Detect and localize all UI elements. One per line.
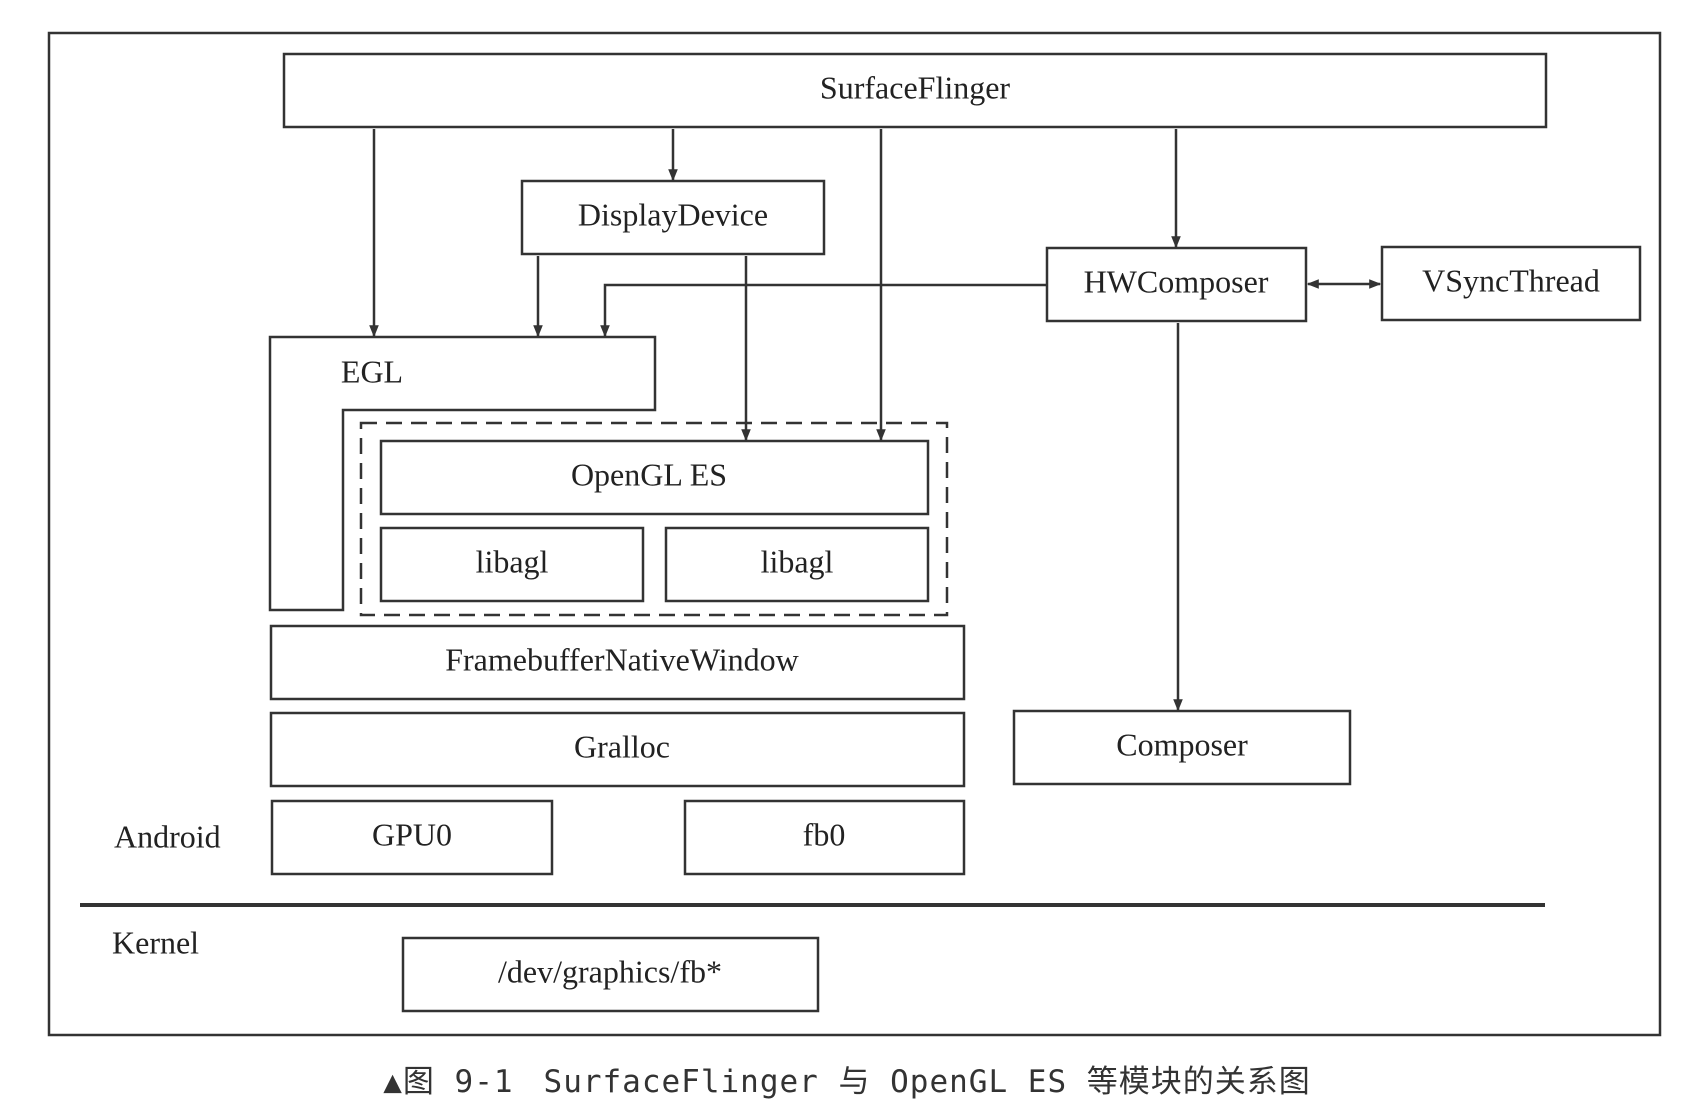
egl-box: EGL xyxy=(268,335,657,612)
caption-text: SurfaceFlinger 与 OpenGL ES 等模块的关系图 xyxy=(543,1064,1311,1100)
framebuffer-native-window-label: FramebufferNativeWindow xyxy=(445,641,799,677)
connectors xyxy=(369,129,1382,712)
surfaceflinger-box: SurfaceFlinger xyxy=(282,52,1548,129)
surfaceflinger-label: SurfaceFlinger xyxy=(820,69,1011,105)
fb0-label: fb0 xyxy=(803,816,846,852)
gpu0-box: GPU0 xyxy=(270,799,554,876)
hwcomposer-box: HWComposer xyxy=(1045,246,1308,323)
gralloc-box: Gralloc xyxy=(269,711,966,788)
framebuffer-native-window-box: FramebufferNativeWindow xyxy=(269,624,966,701)
libagl-left-box: libagl xyxy=(379,526,645,603)
libagl-right-box: libagl xyxy=(664,526,930,603)
gpu0-label: GPU0 xyxy=(372,816,452,852)
figure-caption: ▲图 9-1 SurfaceFlinger 与 OpenGL ES 等模块的关系图 xyxy=(0,1056,1694,1101)
vsyncthread-box: VSyncThread xyxy=(1380,245,1642,322)
dev-graphics-fb-label: /dev/graphics/fb* xyxy=(498,953,722,989)
kernel-layer-label: Kernel xyxy=(112,924,199,960)
opengl-es-box: OpenGL ES xyxy=(379,439,930,516)
architecture-diagram: SurfaceFlinger DisplayDevice HWComposer … xyxy=(47,31,1662,1037)
displaydevice-box: DisplayDevice xyxy=(520,179,826,256)
vsyncthread-label: VSyncThread xyxy=(1422,262,1600,298)
egl-label: EGL xyxy=(341,353,403,389)
outer-frame xyxy=(47,31,1662,1037)
dev-graphics-fb-box: /dev/graphics/fb* xyxy=(401,936,820,1013)
opengl-es-label: OpenGL ES xyxy=(571,456,727,492)
caption-figure-number: 图 9-1 xyxy=(402,1064,514,1100)
arrow-hwcomposer-to-egl xyxy=(600,283,1046,338)
fb0-box: fb0 xyxy=(683,799,966,876)
hwcomposer-label: HWComposer xyxy=(1084,263,1269,299)
composer-label: Composer xyxy=(1116,726,1248,762)
gralloc-label: Gralloc xyxy=(574,728,670,764)
composer-box: Composer xyxy=(1012,709,1352,786)
android-layer-label: Android xyxy=(114,818,221,854)
libagl-right-label: libagl xyxy=(761,543,834,579)
caption-marker: ▲ xyxy=(383,1064,403,1100)
libagl-left-label: libagl xyxy=(476,543,549,579)
opengl-es-dashed-group xyxy=(359,421,949,617)
displaydevice-label: DisplayDevice xyxy=(578,196,768,232)
